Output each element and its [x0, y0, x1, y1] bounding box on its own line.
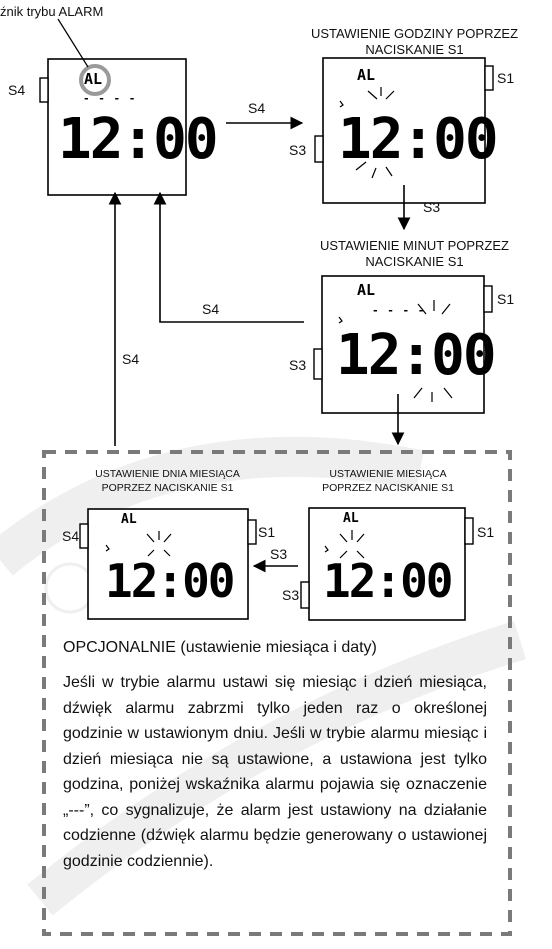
- daily-dashes: - - - -: [83, 92, 137, 105]
- button-s1-label: S1: [477, 524, 495, 540]
- arrow-label-s4: S4: [202, 301, 220, 317]
- watch-set-month: [300, 507, 474, 621]
- button-s3-label: S3: [289, 357, 307, 373]
- blink-rays-hour: [355, 87, 395, 179]
- button-s3-label: S3: [282, 587, 300, 603]
- lcd-time: 12:00: [336, 323, 497, 388]
- arrow-label-s4: S4: [122, 351, 140, 367]
- button-s4-label: S4: [8, 82, 26, 98]
- button-s4-nub: [39, 77, 49, 103]
- button-s4-nub: [79, 523, 89, 549]
- indicator-pointer-line: [57, 18, 89, 68]
- button-s3-nub: [313, 348, 323, 380]
- lcd-time: 12:00: [338, 107, 499, 172]
- button-s1-nub: [483, 285, 493, 313]
- button-s1-nub: [247, 519, 257, 545]
- blink-rays-minute: [413, 300, 453, 402]
- button-s1-label: S1: [497, 291, 515, 307]
- alarm-mark: AL: [84, 70, 103, 88]
- arrow-label-s3: S3: [423, 199, 441, 215]
- alarm-indicator-label: źnik trybu ALARM: [0, 4, 104, 19]
- optional-section-frame: [42, 450, 512, 936]
- watch-set-hour: [314, 57, 494, 204]
- lcd-time: 12:00: [58, 107, 219, 172]
- button-s4-label: S4: [62, 528, 80, 544]
- button-s1-nub: [484, 65, 494, 91]
- watch-set-day: [79, 508, 257, 620]
- arrow-s4-return-from-minute: [153, 191, 304, 323]
- daily-dashes: - - - -: [372, 304, 426, 317]
- arrow-label-s3: S3: [270, 546, 288, 562]
- button-s3-label: S3: [289, 142, 307, 158]
- watch-set-minute: [313, 275, 493, 414]
- button-s3-nub: [300, 581, 310, 609]
- alarm-mark: AL: [357, 66, 376, 84]
- optional-title: OPCJONALNIE (ustawienie miesiąca i daty): [63, 639, 377, 656]
- optional-description: Jeśli w trybie alarmu ustawi się miesiąc…: [63, 674, 487, 870]
- lcd-time: 12:00: [105, 554, 235, 608]
- alarm-mark: AL: [343, 511, 359, 526]
- lcd-time: 12:00: [323, 554, 453, 608]
- alarm-indicator-circle: [79, 64, 111, 96]
- arrow-label-s4: S4: [248, 100, 266, 116]
- watch-alarm-mode: [39, 58, 187, 196]
- button-s1-label: S1: [497, 70, 515, 86]
- button-s1-label: S1: [258, 524, 276, 540]
- alarm-mark: AL: [121, 512, 137, 527]
- button-s3-nub: [314, 135, 324, 163]
- button-s1-nub: [464, 517, 474, 545]
- blink-rays-month: [339, 530, 365, 559]
- blink-rays-day: [146, 531, 172, 557]
- alarm-mark: AL: [357, 281, 376, 299]
